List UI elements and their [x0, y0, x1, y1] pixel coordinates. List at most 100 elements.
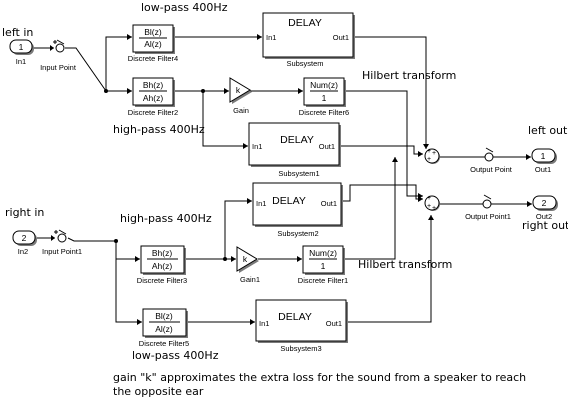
input-point1[interactable]: Input Point1 — [42, 229, 82, 256]
sum-upper-sign-3: + — [432, 150, 436, 157]
input-point[interactable]: Input Point — [40, 39, 77, 72]
output-point[interactable]: Output Point — [470, 147, 513, 174]
left-out-annotation: left out — [528, 124, 568, 137]
input-point-label: Input Point — [40, 63, 77, 72]
discrete-filter1[interactable]: Num(z) 1 Discrete Filter1 — [298, 245, 348, 285]
sum-upper-sign-1: + — [427, 148, 431, 155]
df6-denominator: 1 — [322, 93, 327, 103]
note-line-1: gain "k" approximates the extra loss for… — [113, 371, 526, 384]
df6-label: Discrete Filter6 — [299, 108, 349, 117]
df5-denominator: Al(z) — [155, 324, 173, 334]
lowpass-top-annotation: low-pass 400Hz — [141, 1, 228, 14]
df4-label: Discrete Filter4 — [128, 54, 178, 63]
subsystem1-in: In1 — [252, 142, 262, 151]
hilbert-top-annotation: Hilbert transform — [362, 69, 456, 82]
output-point1-label: Output Point1 — [465, 212, 511, 221]
wire-split-df5 — [115, 241, 142, 323]
outport-2[interactable]: 2 Out2 — [532, 195, 558, 221]
subsystem1[interactable]: DELAY In1 Out1 Subsystem1 — [248, 122, 341, 178]
wire-sub1-sum-upper — [338, 145, 423, 155]
sum-lower[interactable]: + + + — [424, 195, 440, 212]
output-point1[interactable]: Output Point1 — [465, 194, 511, 221]
df1-denominator: 1 — [321, 261, 326, 271]
discrete-filter3[interactable]: Bh(z) Ah(z) Discrete Filter3 — [137, 245, 187, 285]
subsystem3-label: Subsystem3 — [280, 344, 321, 353]
signal-lines — [33, 36, 532, 323]
inport-2-label: In2 — [18, 247, 28, 256]
discrete-filter4[interactable]: Bl(z) Al(z) Discrete Filter4 — [128, 24, 178, 63]
gain1-label: Gain1 — [240, 275, 260, 284]
wire-sub3-sum-lower — [345, 215, 432, 323]
subsystem[interactable]: DELAY In1 Out1 Subsystem — [262, 12, 355, 68]
wire-df6-sum-lower — [343, 90, 423, 197]
outport-2-number: 2 — [542, 198, 547, 208]
subsystem-title: DELAY — [288, 17, 322, 29]
discrete-filter6[interactable]: Num(z) 1 Discrete Filter6 — [299, 77, 349, 117]
sum-lower-sign-3: + — [432, 205, 436, 212]
subsystem-out: Out1 — [333, 33, 349, 42]
subsystem3-out: Out1 — [326, 319, 342, 328]
subsystem3-in: In1 — [259, 319, 269, 328]
subsystem3[interactable]: DELAY In1 Out1 Subsystem3 — [255, 299, 348, 353]
df2-label: Discrete Filter2 — [128, 108, 178, 117]
subsystem2-in: In1 — [256, 199, 266, 208]
highpass-top-annotation: high-pass 400Hz — [113, 123, 205, 136]
right-in-annotation: right in — [5, 206, 44, 219]
outport-2-label: Out2 — [536, 212, 552, 221]
df5-label: Discrete Filter5 — [139, 339, 189, 348]
sum-lower-sign-2: + — [427, 203, 431, 210]
hilbert-bottom-annotation: Hilbert transform — [358, 258, 452, 271]
df4-numerator: Bl(z) — [144, 27, 162, 37]
wire-df1-sum-upper — [342, 157, 396, 260]
right-out-annotation: right out — [522, 219, 568, 232]
gain1-k: k — [243, 254, 248, 264]
wire-point-split — [65, 47, 107, 92]
note-line-2: the opposite ear — [113, 385, 204, 398]
gain-label: Gain — [233, 106, 249, 115]
wire-sub2-sum-lower — [340, 184, 423, 202]
outport-1-label: Out1 — [535, 165, 551, 174]
discrete-filter2[interactable]: Bh(z) Ah(z) Discrete Filter2 — [128, 77, 178, 117]
df3-denominator: Ah(z) — [152, 261, 172, 271]
wire-split-df3 — [115, 241, 140, 260]
df1-numerator: Num(z) — [309, 248, 337, 258]
lowpass-bottom-annotation: low-pass 400Hz — [132, 349, 219, 362]
df4-denominator: Al(z) — [144, 39, 162, 49]
outport-1-number: 1 — [541, 151, 546, 161]
gain-k: k — [236, 85, 241, 95]
inport-1[interactable]: 1 In1 — [9, 39, 34, 66]
discrete-filter5[interactable]: Bl(z) Al(z) Discrete Filter5 — [139, 308, 189, 348]
df2-denominator: Ah(z) — [143, 93, 163, 103]
input-point1-label: Input Point1 — [42, 247, 82, 256]
df2-numerator: Bh(z) — [143, 80, 163, 90]
highpass-bottom-annotation: high-pass 400Hz — [120, 212, 212, 225]
subsystem3-title: DELAY — [278, 311, 312, 323]
wire-split-df4 — [105, 36, 132, 91]
inport-1-label: In1 — [16, 57, 26, 66]
gain1-block[interactable]: k Gain1 — [236, 246, 260, 284]
subsystem1-title: DELAY — [280, 134, 314, 146]
subsystem2-out: Out1 — [321, 199, 337, 208]
sum-upper[interactable]: + + + — [424, 148, 440, 164]
wire-point1-split — [67, 237, 116, 242]
wire-df3-branch-sub2 — [224, 200, 252, 259]
outport-1[interactable]: 1 Out1 — [531, 148, 557, 174]
left-in-annotation: left in — [2, 26, 33, 39]
subsystem2-label: Subsystem2 — [277, 229, 318, 238]
wire-df2-branch-sub1 — [202, 91, 248, 147]
df5-numerator: Bl(z) — [155, 311, 173, 321]
sum-upper-sign-2: + — [427, 156, 431, 163]
subsystem2-title: DELAY — [272, 195, 306, 207]
inport-1-number: 1 — [19, 42, 24, 52]
df1-label: Discrete Filter1 — [298, 276, 348, 285]
inport-2[interactable]: 2 In2 — [12, 230, 37, 256]
df6-numerator: Num(z) — [310, 80, 338, 90]
gain-block[interactable]: k Gain — [229, 77, 252, 115]
subsystem1-label: Subsystem1 — [278, 169, 319, 178]
output-point-label: Output Point — [470, 165, 513, 174]
sum-lower-sign-1: + — [427, 195, 431, 202]
subsystem2[interactable]: DELAY In1 Out1 Subsystem2 — [252, 182, 343, 238]
